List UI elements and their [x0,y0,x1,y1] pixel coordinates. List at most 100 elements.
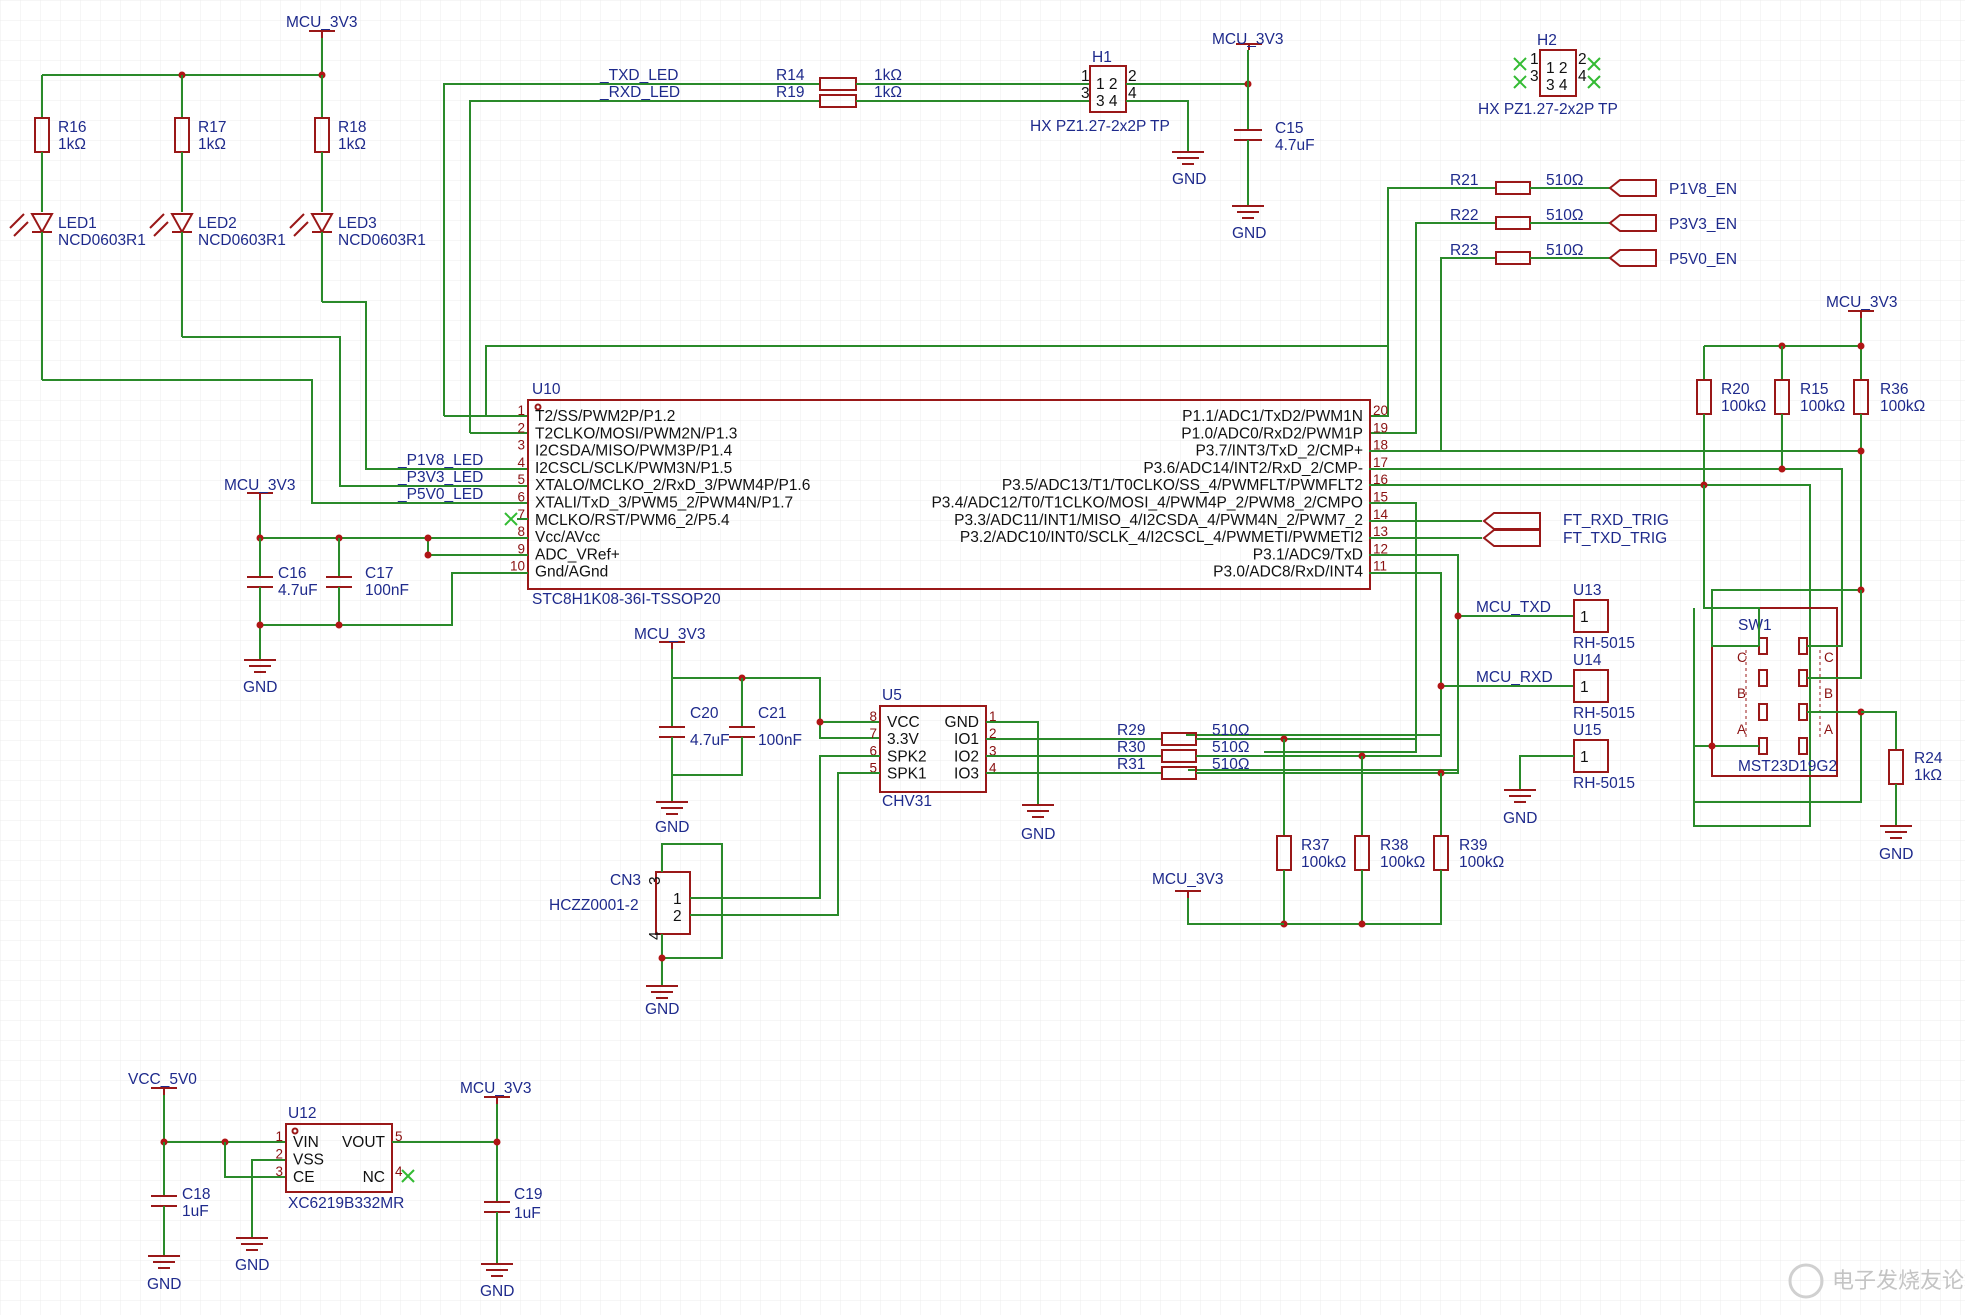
header-h1: H1 1 2 3 4 1 2 3 4 HX PZ1.27-2x2P TP [1030,49,1170,135]
net-ft-txd-trig: FT_TXD_TRIG [1563,530,1667,547]
right-section: MCU_3V3 R20 100kΩ R15 100kΩ R36 100kΩ [1186,294,1943,863]
value-r37: 100kΩ [1301,854,1346,871]
pin-name-p3-3-adc11-int1-miso-4-i2csda-4-pwm4n-2-pwm7-2: P3.3/ADC11/INT1/MISO_4/I2CSDA_4/PWM4N_2/… [954,512,1363,529]
testpoint-u13-pin: 1 [1580,609,1589,626]
ref-c17: C17 [365,565,393,582]
gnd-symbol-h1: GND [1172,151,1206,188]
sw1-label-c-left: C [1737,650,1747,665]
led-led1: LED1 NCD0603R1 [9,213,146,380]
value-r22: 510Ω [1546,207,1583,224]
pin-number-5: 5 [517,472,525,487]
pin-name-t2clko-mosi-pwm2n-p1-3: T2CLKO/MOSI/PWM2N/P1.3 [535,425,737,442]
value-r29: 510Ω [1212,722,1249,739]
h2-body-row1: 1 2 [1546,60,1568,77]
ref-r24: R24 [1914,750,1943,767]
cn3-pin1: 1 [673,891,682,908]
pin-name-io1: IO1 [954,731,979,748]
testpoint-u15-pin: 1 [1580,749,1589,766]
pin-name-p3-0-adc8-rxd-int4: P3.0/ADC8/RxD/INT4 [1213,564,1363,581]
gnd-symbol-u12: GND [235,1237,269,1274]
gnd-symbol-r24: GND [1879,825,1913,863]
h2-pin3: 3 [1530,68,1539,85]
pin-name-vin: VIN [293,1134,319,1151]
pin-number-2: 2 [275,1147,283,1162]
ref-u10: U10 [532,381,561,398]
gnd-label: GND [480,1283,514,1300]
ref-c16: C16 [278,565,306,582]
ref-sw1: SW1 [1738,617,1772,634]
net-port-icon [1482,529,1541,547]
h1-body-row1: 1 2 [1096,76,1118,93]
power-label-mcu-3v3: MCU_3V3 [1152,871,1224,888]
enable-outputs: R21 R22 R23 510Ω 510Ω 510Ω P1V8_EN P3V3_… [1369,172,1737,452]
net-rxd-led: _RXD_LED [599,84,680,101]
value-led3: NCD0603R1 [338,232,426,249]
net-p5v0-en: P5V0_EN [1669,251,1737,268]
value-u14: RH-5015 [1573,705,1635,722]
ref-r18: R18 [338,119,366,136]
pin-name-p3-4-adc12-t0-t1clko-mosi-4-pwm4p-2-pwm8-2-cmpo: P3.4/ADC12/T0/T1CLKO/MOSI_4/PWM4P_2/PWM8… [931,495,1363,512]
value-c15: 4.7uF [1275,137,1315,154]
value-c20: 4.7uF [690,732,730,749]
gnd-symbol-c20: GND [655,801,689,836]
h2-pin1: 1 [1530,51,1539,68]
net-port-icon [1608,179,1657,197]
value-u10: STC8H1K08-36I-TSSOP20 [532,591,721,608]
ref-r21: R21 [1450,172,1478,189]
capacitor-c19: C19 1uF [484,1186,542,1222]
u10-left-pins: T2/SS/PWM2P/P1.21T2CLKO/MOSI/PWM2N/P1.32… [510,403,810,581]
pin-name-p3-1-adc9-txd: P3.1/ADC9/TxD [1253,546,1363,563]
value-u13: RH-5015 [1573,635,1635,652]
pin-name-mclko-rst-pwm6-2-p5-4: MCLKO/RST/PWM6_2/P5.4 [535,512,730,529]
no-connect-icon [401,1169,415,1183]
h1-pin4: 4 [1128,85,1137,102]
resistor-r18: R18 1kΩ [314,75,366,212]
ref-u15: U15 [1573,722,1601,739]
pin-number-5: 5 [395,1129,403,1144]
pin-number-3: 3 [517,438,525,453]
led-section: MCU_3V3 R16 1kΩ R17 1kΩ R18 1kΩ [9,14,528,504]
gnd-label: GND [243,679,277,696]
testpoint-u13: 1 U13 RH-5015 [1573,582,1635,652]
pin-name-spk2: SPK2 [887,748,927,765]
watermark: 电子发烧友论坛 [1788,1263,1965,1299]
ref-r15: R15 [1800,381,1828,398]
pin-number-1: 1 [275,1129,283,1144]
net-ft-rxd-trig: FT_RXD_TRIG [1563,512,1669,529]
pin-name-p3-2-adc10-int0-sclk-4-i2cscl-4-pwmeti-pwmeti2: P3.2/ADC10/INT0/SCLK_4/I2CSCL_4/PWMETI/P… [960,529,1363,546]
net-port-icon [1482,512,1541,530]
net-port-icon [1608,249,1657,267]
pin-name-p3-7-int3-txd-2-cmp-: P3.7/INT3/TxD_2/CMP+ [1195,443,1363,460]
value-r39: 100kΩ [1459,854,1504,871]
ref-r30: R30 [1117,739,1146,756]
cn3-pin3: 3 [647,876,664,885]
pin-name-nc: NC [363,1169,385,1186]
pin-number-2: 2 [517,420,525,435]
ref-r14: R14 [776,67,805,84]
value-r36: 100kΩ [1880,398,1925,415]
value-u15: RH-5015 [1573,775,1635,792]
power-label-mcu-3v3: MCU_3V3 [224,477,296,494]
pin-number-6: 6 [869,743,877,758]
ref-r16: R16 [58,119,86,136]
gnd-symbol-u15: GND [1503,789,1537,827]
value-r31: 510Ω [1212,756,1249,773]
ref-c18: C18 [182,1186,210,1203]
ldo-section: VCC_5V0 C18 1uF GND GND U12 XC6219B3 [128,1071,542,1300]
pin-name-p1-0-adc0-rxd2-pwm1p: P1.0/ADC0/RxD2/PWM1P [1181,425,1363,442]
gnd-label: GND [1879,846,1913,863]
pin-name-t2-ss-pwm2p-p1-2: T2/SS/PWM2P/P1.2 [535,408,675,425]
pin-number-15: 15 [1373,490,1388,505]
h1-pin3: 3 [1081,85,1090,102]
mcu-supply: MCU_3V3 C16 4.7uF C17 100nF GND [224,477,528,696]
ref-led1: LED1 [58,215,97,232]
gnd-label: GND [147,1276,181,1293]
value-led2: NCD0603R1 [198,232,286,249]
h1-pin1: 1 [1081,68,1090,85]
value-c21: 100nF [758,732,802,749]
ref-r20: R20 [1721,381,1750,398]
pin-name-i2csda-miso-pwm3p-p1-4: I2CSDA/MISO/PWM3P/P1.4 [535,443,733,460]
value-cn3: HCZZ0001-2 [549,897,639,914]
